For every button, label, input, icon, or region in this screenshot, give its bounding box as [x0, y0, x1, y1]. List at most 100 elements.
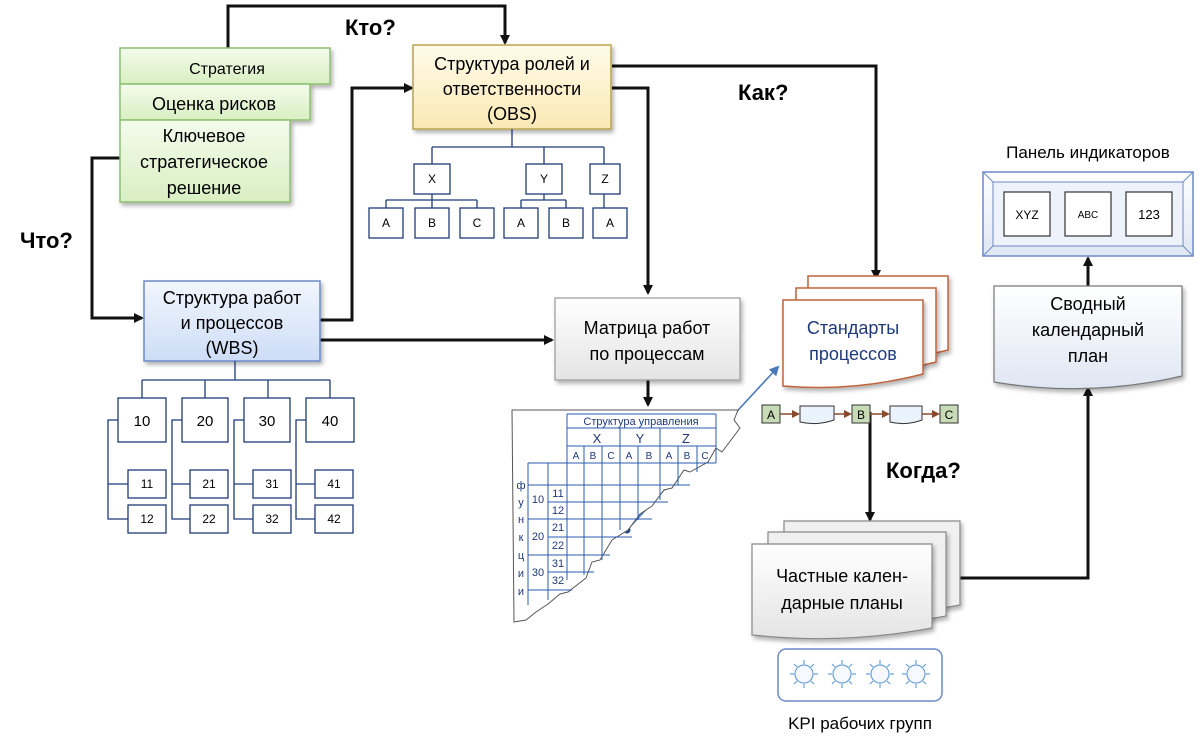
- wbs-30-label: 30: [259, 413, 276, 430]
- flow-node-c: [939, 404, 959, 424]
- obs-x-a-label: A: [382, 216, 390, 230]
- wbs-21-label: 21: [202, 477, 216, 491]
- summary-plan-line-2: календарный: [1032, 320, 1144, 340]
- kpi-sun-icon: [790, 660, 818, 688]
- wbs-12-label: 12: [140, 512, 154, 526]
- matrix-box: [554, 297, 741, 381]
- grid-rowlabel-5: ц: [518, 550, 525, 562]
- obs-z-a-label: A: [606, 216, 614, 230]
- matrix-grid: Структура управления X Y Z A B C A B A B…: [511, 409, 741, 623]
- flow-doc-1: [799, 405, 835, 425]
- wbs-title-1: Структура работ: [163, 288, 302, 308]
- wbs-10-label: 10: [134, 413, 151, 430]
- wbs-41-label: 41: [327, 477, 341, 491]
- grid-rowgroup-20: 20: [532, 531, 544, 543]
- flow-doc-2: [889, 405, 923, 425]
- summary-plan-line-1: Сводный: [1050, 294, 1125, 314]
- wbs-node-20: [181, 397, 229, 443]
- strategy-box: [119, 47, 331, 85]
- obs-node-x: [413, 163, 451, 195]
- wbs-11-label: 11: [141, 477, 154, 491]
- grid-group-y: Y: [636, 431, 645, 446]
- obs-x-c-label: C: [473, 216, 482, 230]
- label-who: Кто?: [345, 15, 396, 40]
- decision-line-2: стратегическое: [140, 152, 268, 172]
- grid-rowlabel-7: и: [518, 586, 524, 598]
- connector-plans-summary: [960, 386, 1093, 580]
- grid-col-8: C: [701, 451, 708, 462]
- wbs-node-32: [252, 504, 292, 534]
- obs-y-a-label: A: [517, 216, 525, 230]
- grid-group-z: Z: [682, 431, 690, 446]
- wbs-tree: [107, 361, 331, 520]
- wbs-31-label: 31: [265, 477, 279, 491]
- obs-nodes: [368, 163, 628, 239]
- obs-node-x-b: [414, 207, 450, 239]
- grid-row-22: 22: [552, 540, 564, 552]
- flow-b-label: B: [857, 408, 865, 422]
- private-plans-line-1: Частные кален-: [776, 566, 908, 586]
- wbs-40-label: 40: [322, 413, 339, 430]
- dashboard-title: Панель индикаторов: [1006, 143, 1170, 162]
- wbs-node-11: [127, 469, 167, 499]
- flow-c-label: C: [945, 408, 954, 422]
- strategy-stack: [119, 47, 331, 203]
- dashboard-cell-3: [1125, 191, 1173, 237]
- grid-col-2: B: [590, 451, 597, 462]
- obs-node-x-c: [459, 207, 495, 239]
- decision-line-1: Ключевое: [163, 126, 246, 146]
- kpi-sun-icon: [828, 660, 856, 688]
- obs-x-label: X: [428, 172, 436, 186]
- connector-how: [612, 64, 881, 280]
- wbs-node-40: [305, 397, 355, 443]
- kpi-gauges: [790, 660, 930, 688]
- dashboard-cell-1-label: XYZ: [1015, 208, 1038, 222]
- wbs-node-22: [189, 504, 229, 534]
- grid-col-5: B: [646, 451, 653, 462]
- wbs-22-label: 22: [202, 512, 216, 526]
- obs-title-1: Структура ролей и: [434, 54, 590, 74]
- private-plans-stack: [751, 520, 961, 640]
- private-plans-front: [751, 543, 933, 640]
- wbs-node-30: [243, 397, 291, 443]
- wbs-title-3: (WBS): [206, 338, 259, 358]
- dashboard-cell-1: [1003, 191, 1051, 237]
- obs-node-y: [525, 163, 563, 195]
- private-plans-line-2: дарные планы: [781, 593, 903, 613]
- grid-row-12: 12: [552, 505, 564, 517]
- summary-plan-box: [993, 285, 1183, 390]
- grid-rowlabel-4: к: [519, 532, 524, 544]
- label-what: Что?: [20, 228, 73, 253]
- grid-rowlabel-6: и: [518, 568, 524, 580]
- label-how: Как?: [738, 80, 788, 105]
- process-flow: A B C: [761, 404, 959, 425]
- wbs-node-31: [252, 469, 292, 499]
- dashboard-panel: XYZ ABC 123: [982, 171, 1194, 257]
- risk-label: Оценка рисков: [152, 94, 276, 114]
- grid-rowgroup-10: 10: [532, 494, 544, 506]
- decision-box: [119, 119, 291, 203]
- standards-title-1: Стандарты: [807, 318, 899, 338]
- wbs-42-label: 42: [327, 512, 341, 526]
- grid-row-31: 31: [552, 558, 564, 570]
- wbs-32-label: 32: [265, 512, 279, 526]
- obs-box: [412, 44, 612, 130]
- wbs-node-12: [127, 504, 167, 534]
- kpi-sun-icon: [902, 660, 930, 688]
- kpi-panel: [777, 648, 943, 702]
- grid-group-x: X: [593, 431, 602, 446]
- grid-rowlabel-3: н: [518, 514, 524, 526]
- grid-col-1: A: [573, 451, 580, 462]
- obs-y-b-label: B: [562, 216, 570, 230]
- flow-a-label: A: [767, 408, 775, 422]
- kpi-sun-icon: [866, 660, 894, 688]
- dashboard-cell-3-label: 123: [1138, 207, 1160, 222]
- grid-col-4: A: [626, 451, 633, 462]
- obs-title-3: (OBS): [487, 104, 537, 124]
- wbs-node-42: [314, 504, 354, 534]
- grid-col-6: A: [666, 451, 673, 462]
- grid-row-32: 32: [552, 575, 564, 587]
- standards-title-2: процессов: [809, 344, 897, 364]
- grid-rowgroup-30: 30: [532, 567, 544, 579]
